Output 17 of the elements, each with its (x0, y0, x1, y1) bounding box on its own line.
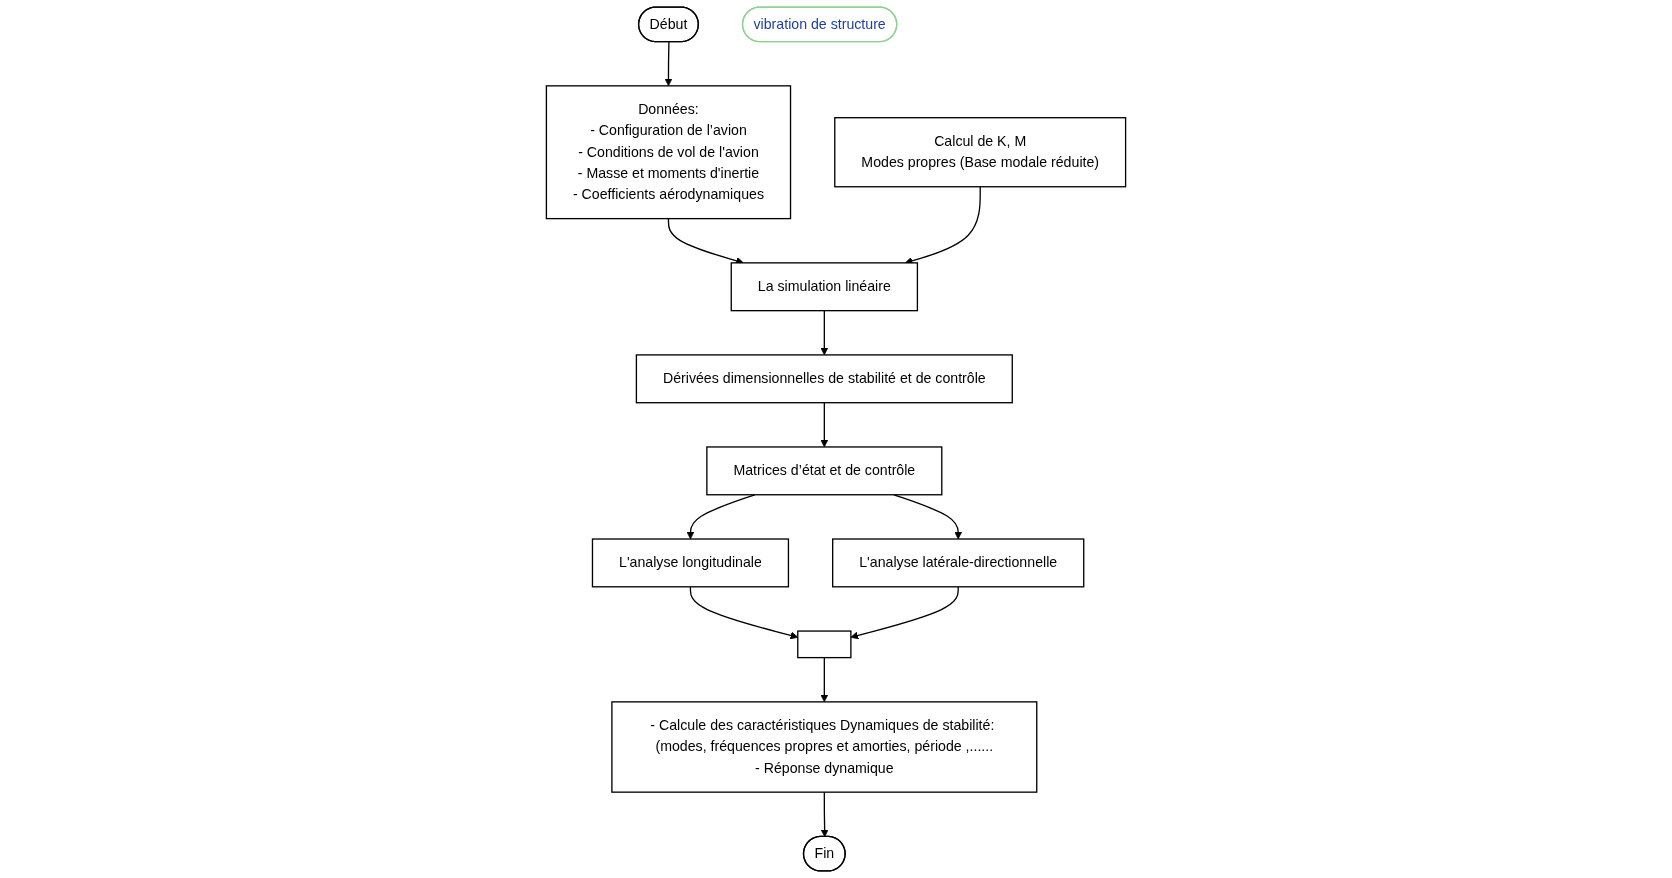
arrow (820, 656, 829, 703)
arrow (664, 41, 673, 87)
arrow (893, 494, 963, 540)
node-box: Dérivées dimensionnelles de stabilité et de contrôle (635, 354, 1013, 404)
node-box: La simulation linéaire (730, 262, 919, 312)
arrow (850, 586, 959, 640)
node-box: Données: - Configuration de l’avion - Conditions de vol de l'avion - Masse et moments d'inertie - Coefficients aérodynamiques (545, 85, 792, 220)
arrow (686, 494, 756, 540)
arrow (820, 310, 829, 356)
arrow (820, 791, 829, 838)
node-box: Calcul de K, M Modes propres (Base modale réduite) (834, 117, 1127, 188)
node-box: Matrices d’état et de contrôle (706, 446, 943, 496)
node-box: L'analyse latérale-directionnelle (832, 538, 1085, 588)
node-box: L'analyse longitudinale (591, 538, 790, 588)
node-box: - Calcule des caractéristiques Dynamiques de stabilité: (modes, fréquences propres et amorties, période ,...... - Réponse dynamique (611, 701, 1038, 793)
arrow (820, 402, 829, 448)
node-box (797, 630, 852, 659)
